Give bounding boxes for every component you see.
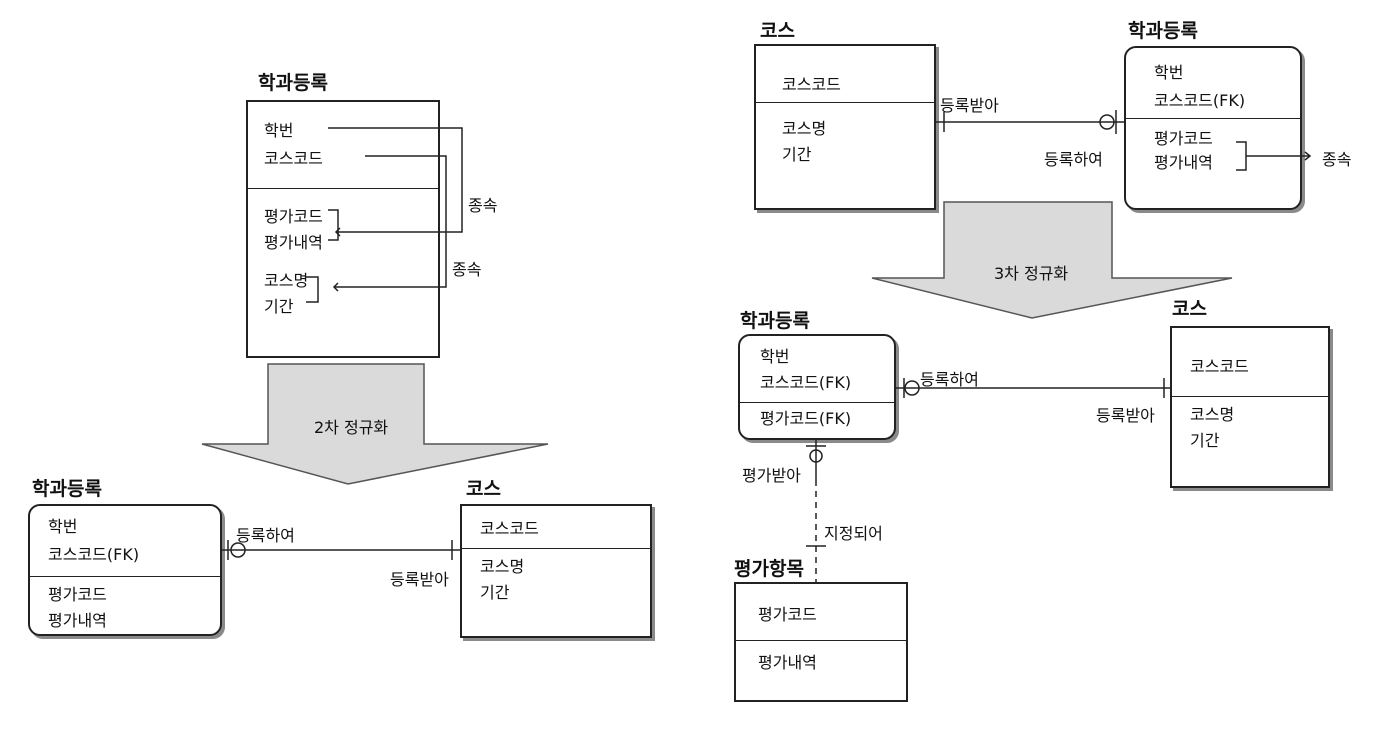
- attr-eval-code: 평가코드: [48, 585, 107, 604]
- entity-title-course-2nf: 코스: [466, 478, 501, 500]
- relationship-label-registers: 등록하여: [920, 370, 979, 389]
- attr-eval-detail: 평가내역: [48, 611, 107, 630]
- pk-separator: [30, 576, 220, 577]
- entity-reg-top[interactable]: 학번 코스코드(FK) 평가코드 평가내역: [1124, 46, 1302, 210]
- right-panel: 코스 코스코드 코스명 기간 학과등록 학번 코스코드(FK) 평가코드 평가내…: [704, 0, 1396, 740]
- attr-course-code: 코스코드: [480, 519, 539, 538]
- attr-course-name: 코스명: [480, 557, 525, 576]
- normalization-arrow-2nf: [201, 363, 549, 485]
- relationship-label-registered: 등록받아: [390, 570, 449, 589]
- entity-title-reg-2nf: 학과등록: [32, 478, 102, 500]
- attr-student-id: 학번: [760, 347, 790, 366]
- attr-eval-code: 평가코드: [264, 207, 323, 226]
- relationship-label-assigned: 지정되어: [824, 524, 883, 543]
- pk-separator: [740, 402, 894, 403]
- entity-title-course-3nf: 코스: [1172, 298, 1207, 320]
- attr-eval-code: 평가코드: [1154, 129, 1213, 148]
- normalization-arrow-3nf: [871, 201, 1233, 319]
- dependency-label-2: 종속: [452, 260, 482, 279]
- entity-title-reg-top: 학과등록: [1128, 20, 1198, 42]
- dependency-label-1: 종속: [468, 196, 498, 215]
- entity-reg-3nf[interactable]: 학번 코스코드(FK) 평가코드(FK): [738, 334, 896, 440]
- normalization-label-3nf: 3차 정규화: [994, 264, 1069, 283]
- attr-period: 기간: [480, 583, 510, 602]
- left-panel: 학과등록 학번 코스코드 평가코드 평가내역 코스명 기간 종속 종속 2차 정…: [0, 0, 688, 740]
- attr-course-name: 코스명: [264, 271, 309, 290]
- entity-title-reg-top: 학과등록: [258, 72, 328, 94]
- relationship-label-evaluated: 평가받아: [742, 466, 801, 485]
- entity-course-2nf[interactable]: 코스코드 코스명 기간: [460, 504, 652, 638]
- entity-course-top[interactable]: 코스코드 코스명 기간: [754, 44, 936, 210]
- attr-eval-detail: 평가내역: [264, 233, 323, 252]
- relationship-label-registers: 등록하여: [1044, 150, 1103, 169]
- entity-reg-unnormalized[interactable]: 학번 코스코드 평가코드 평가내역 코스명 기간: [246, 100, 440, 358]
- entity-title-course-top: 코스: [760, 20, 795, 42]
- entity-reg-2nf[interactable]: 학번 코스코드(FK) 평가코드 평가내역: [28, 504, 222, 636]
- relationship-label-registered: 등록받아: [940, 96, 999, 115]
- attr-eval-detail: 평가내역: [758, 653, 817, 672]
- attr-eval-code-fk: 평가코드(FK): [760, 409, 852, 428]
- pk-separator: [1172, 396, 1328, 397]
- attr-course-code: 코스코드: [782, 75, 841, 94]
- attr-course-name: 코스명: [782, 119, 827, 138]
- attr-student-id: 학번: [264, 121, 294, 140]
- attr-course-code: 코스코드: [1190, 357, 1249, 376]
- pk-separator: [736, 640, 906, 641]
- entity-eval-3nf[interactable]: 평가코드 평가내역: [734, 582, 908, 702]
- attr-course-code-fk: 코스코드(FK): [48, 545, 140, 564]
- relationship-label-registered: 등록받아: [1096, 406, 1155, 425]
- attr-period: 기간: [1190, 431, 1220, 450]
- pk-separator: [462, 548, 650, 549]
- attr-period: 기간: [782, 145, 812, 164]
- entity-title-reg-3nf: 학과등록: [740, 310, 810, 332]
- pk-separator: [756, 102, 934, 103]
- normalization-label-2nf: 2차 정규화: [314, 418, 389, 437]
- attr-student-id: 학번: [48, 517, 78, 536]
- attr-course-code-fk: 코스코드(FK): [1154, 91, 1246, 110]
- pk-separator: [1126, 118, 1300, 119]
- attr-period: 기간: [264, 297, 294, 316]
- relationship-label-registers: 등록하여: [236, 526, 295, 545]
- pk-separator: [248, 188, 438, 189]
- entity-title-eval-3nf: 평가항목: [734, 558, 804, 580]
- attr-student-id: 학번: [1154, 63, 1184, 82]
- attr-eval-code: 평가코드: [758, 605, 817, 624]
- attr-course-code: 코스코드: [264, 149, 323, 168]
- entity-course-3nf[interactable]: 코스코드 코스명 기간: [1170, 326, 1330, 488]
- attr-eval-detail: 평가내역: [1154, 153, 1213, 172]
- attr-course-code-fk: 코스코드(FK): [760, 373, 852, 392]
- dependency-label: 종속: [1322, 150, 1352, 169]
- attr-course-name: 코스명: [1190, 405, 1235, 424]
